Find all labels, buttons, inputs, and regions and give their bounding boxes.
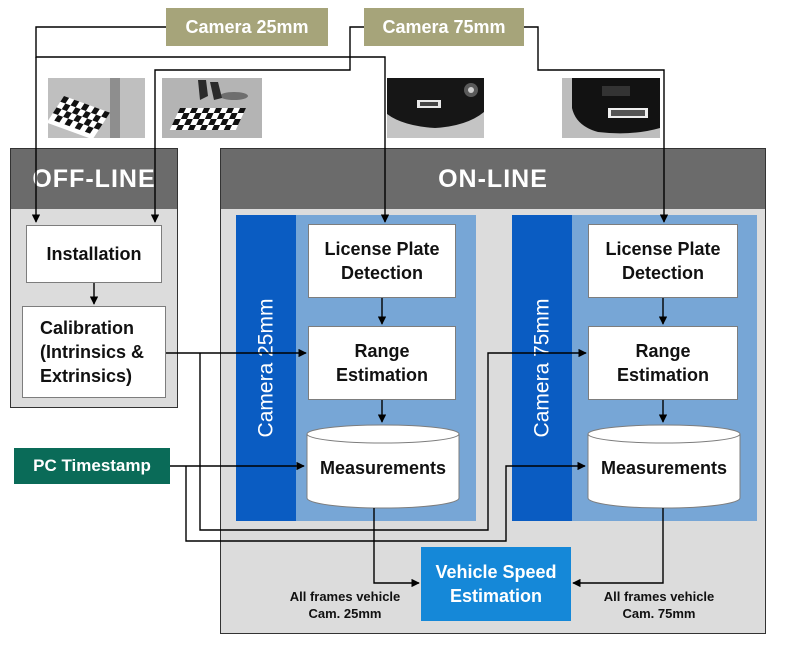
calibration-line-3: Extrinsics) <box>40 366 133 387</box>
cam25-detection-line-2: Detection <box>340 263 423 283</box>
camera-25mm-tag: Camera 25mm <box>166 8 328 46</box>
cam25-range-line-1: Range <box>354 340 410 361</box>
camera-75mm-strip-text-holder: Camera 75mm <box>512 215 572 521</box>
cam75-range-line-2: Estimation <box>616 365 709 385</box>
caption-cam75-line-2: Cam. 75mm <box>622 605 696 621</box>
caption-cam25-line-1: All frames vehicle <box>289 589 401 604</box>
calibration-box: Calibration (Intrinsics & Extrinsics) <box>22 306 166 398</box>
cam25-range-estimation-box: Range Estimation <box>308 326 456 400</box>
camera-75mm-strip-label: Camera 75mm <box>530 298 553 438</box>
caption-cam25-line-2: Cam. 25mm <box>308 605 382 621</box>
caption-cam25-frames: All frames vehicle Cam. 25mm <box>278 589 412 623</box>
calibration-line-2: (Intrinsics & <box>40 341 145 362</box>
calibration-line-1: Calibration <box>40 317 135 338</box>
online-title: ON-LINE <box>438 164 548 193</box>
cam25-measurements-label: Measurements <box>319 457 447 478</box>
car-rear-image <box>387 78 484 138</box>
cam75-detection-line-2: Detection <box>621 263 704 283</box>
offline-title: OFF-LINE <box>32 164 156 193</box>
speed-line-1: Vehicle Speed <box>435 561 557 582</box>
cam25-plate-detection-box: License Plate Detection <box>308 224 456 298</box>
camera-25mm-strip-label: Camera 25mm <box>254 298 277 438</box>
cam75-range-estimation-box: Range Estimation <box>588 326 738 400</box>
checkerboard-pavement-image <box>48 78 145 138</box>
installation-label: Installation <box>46 243 142 264</box>
cam75-measurements-label-holder: Measurements <box>588 446 740 490</box>
cam75-detection-line-1: License Plate <box>605 238 721 259</box>
cam25-detection-line-1: License Plate <box>324 238 440 259</box>
caption-cam75-line-1: All frames vehicle <box>603 589 715 604</box>
cam75-measurements-cylinder <box>587 424 741 509</box>
vehicle-speed-estimation-box: Vehicle Speed Estimation <box>421 547 571 621</box>
pc-timestamp-label: PC Timestamp <box>33 456 151 475</box>
cam25-range-line-2: Estimation <box>335 365 428 385</box>
photo-license-plate <box>562 78 660 138</box>
caption-cam75-frames: All frames vehicle Cam. 75mm <box>592 589 726 623</box>
cam75-range-line-1: Range <box>635 340 691 361</box>
camera-25mm-tag-label: Camera 25mm <box>185 16 309 37</box>
offline-header: OFF-LINE <box>11 149 177 209</box>
installation-box: Installation <box>26 225 162 283</box>
photo-checkerboard-pavement <box>48 78 145 138</box>
camera-75mm-tag: Camera 75mm <box>364 8 524 46</box>
cam25-measurements-label-holder: Measurements <box>307 446 459 490</box>
speed-line-2: Estimation <box>449 586 542 606</box>
cam75-measurements-label: Measurements <box>600 457 728 478</box>
photo-car-rear <box>387 78 484 138</box>
pc-timestamp-box: PC Timestamp <box>14 448 170 484</box>
online-header: ON-LINE <box>221 149 765 209</box>
camera-75mm-tag-label: Camera 75mm <box>382 16 506 37</box>
photo-checkerboard-person <box>162 78 262 138</box>
license-plate-image <box>562 78 660 138</box>
cam75-plate-detection-box: License Plate Detection <box>588 224 738 298</box>
camera-25mm-strip-text-holder: Camera 25mm <box>236 215 296 521</box>
checkerboard-person-image <box>162 78 262 138</box>
